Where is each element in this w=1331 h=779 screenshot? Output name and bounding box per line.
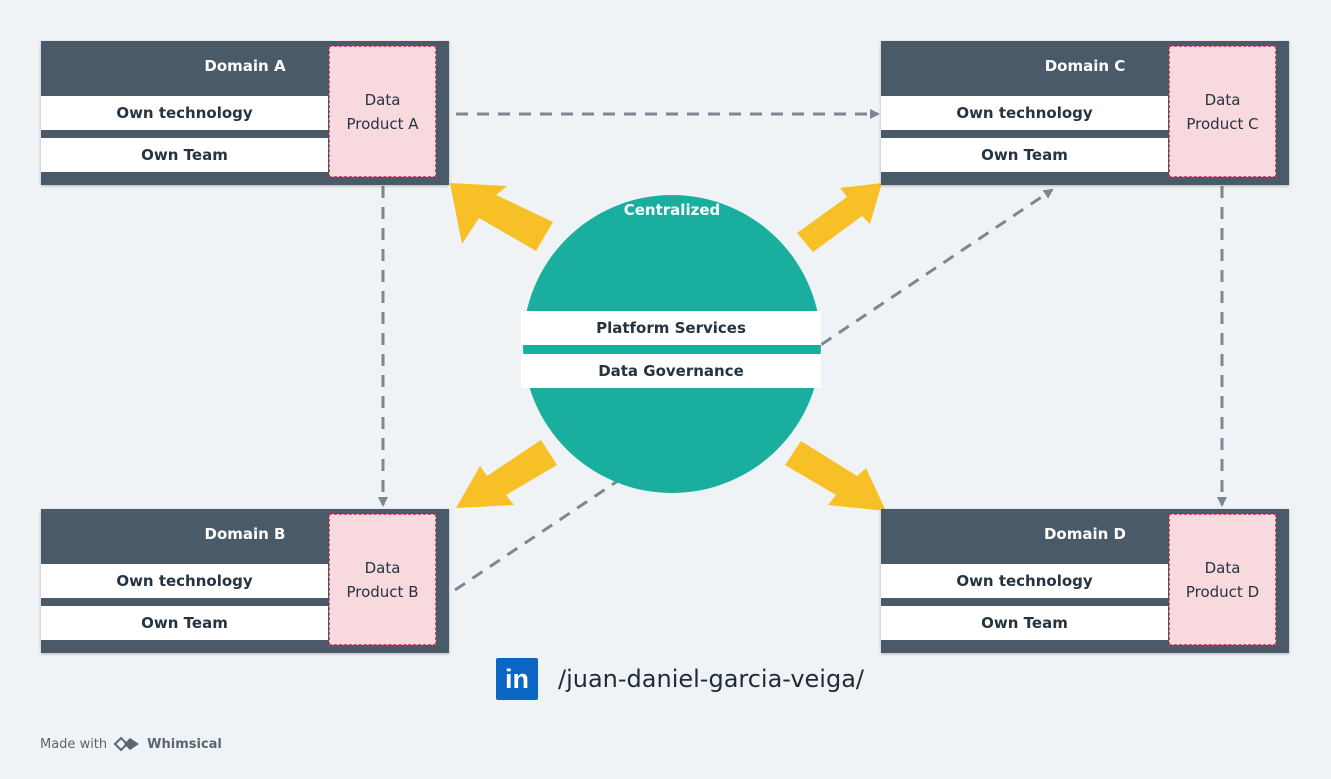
linkedin-link[interactable]: in /juan-daniel-garcia-veiga/ [496,658,864,700]
linkedin-icon: in [496,658,538,700]
yellow-arrow-to-c [797,183,882,252]
domain-b-card[interactable]: Domain B Own technology Own Team Data Pr… [41,509,449,653]
domain-b-title: Domain B [204,525,286,543]
yellow-arrow-to-b [456,440,557,508]
data-governance-bar: Data Governance [521,354,821,388]
whimsical-logo-icon [113,736,140,752]
linkedin-handle: /juan-daniel-garcia-veiga/ [558,665,864,693]
yellow-arrow-to-d [785,441,886,511]
made-with-label: Made with [40,736,108,752]
platform-services-bar: Platform Services [521,311,821,345]
domain-a-card[interactable]: Domain A Own technology Own Team Data Pr… [41,41,449,185]
yellow-arrow-to-a [450,183,553,251]
domain-a-own-team: Own Team [41,138,328,172]
domain-c-own-team: Own Team [881,138,1168,172]
domain-b-own-technology: Own technology [41,564,328,598]
data-product-c-label: Data Product C [1186,90,1259,133]
domain-c-title: Domain C [1044,57,1126,75]
whimsical-brand: Whimsical [147,736,222,752]
data-product-a-label: Data Product A [346,90,419,133]
domain-d-own-team: Own Team [881,606,1168,640]
data-product-a[interactable]: Data Product A [329,46,436,177]
domain-c-own-technology: Own technology [881,96,1168,130]
made-with-badge[interactable]: Made with Whimsical [40,736,222,752]
data-product-d-label: Data Product D [1185,558,1260,601]
data-product-b[interactable]: Data Product B [329,514,436,645]
domain-a-own-technology: Own technology [41,96,328,130]
domain-d-own-technology: Own technology [881,564,1168,598]
data-product-b-label: Data Product B [346,558,419,601]
domain-a-title: Domain A [204,57,286,75]
domain-d-title: Domain D [1043,525,1126,543]
domain-b-own-team: Own Team [41,606,328,640]
domain-c-card[interactable]: Domain C Own technology Own Team Data Pr… [881,41,1289,185]
data-product-d[interactable]: Data Product D [1169,514,1276,645]
data-product-c[interactable]: Data Product C [1169,46,1276,177]
domain-d-card[interactable]: Domain D Own technology Own Team Data Pr… [881,509,1289,653]
hub-title: Centralized [623,201,721,219]
